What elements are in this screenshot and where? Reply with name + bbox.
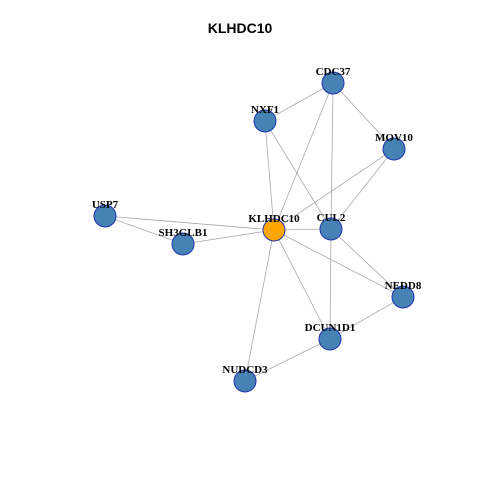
edge-usp7-sh3glb1 [104,215,184,245]
node-usp7 [93,204,117,228]
node-dcun1d1 [318,327,342,351]
node-label-usp7: USP7 [92,199,119,211]
graph-title: KLHDC10 [207,20,273,36]
edge-nedd8-dcun1d1 [329,296,404,340]
node-label-mov10: MOV10 [375,132,413,144]
node-label-nudcd3: NUDCD3 [222,364,268,376]
node-label-dcun1d1: DCUN1D1 [305,322,356,334]
edge-klhdc10-nedd8 [273,229,404,298]
node-label-klhdc10: KLHDC10 [248,213,300,225]
node-mov10 [382,137,406,161]
node-nxf1 [253,109,277,133]
node-label-nxf1: NXF1 [251,104,279,116]
node-klhdc10 [262,218,286,242]
node-label-sh3glb1: SH3GLB1 [159,227,208,239]
node-label-cdc37: CDC37 [316,66,351,78]
node-sh3glb1 [171,232,195,256]
edge-cdc37-mov10 [332,82,395,150]
edge-cdc37-nxf1 [264,82,334,122]
edge-cdc37-cul2 [330,82,334,230]
edge-layer [104,82,404,382]
edge-klhdc10-dcun1d1 [273,229,331,340]
edge-klhdc10-nxf1 [264,120,275,231]
node-label-nedd8: NEDD8 [385,280,422,292]
node-label-cul2: CUL2 [317,212,346,224]
node-nedd8 [391,285,415,309]
node-layer [93,71,415,393]
edge-klhdc10-sh3glb1 [182,229,275,245]
node-cul2 [319,217,343,241]
edge-mov10-cul2 [330,148,395,230]
edge-dcun1d1-nudcd3 [244,338,331,382]
edge-cul2-dcun1d1 [329,228,332,340]
edge-nxf1-cul2 [264,120,332,230]
edge-cul2-nedd8 [330,228,404,298]
edge-klhdc10-mov10 [273,148,395,231]
node-nudcd3 [233,369,257,393]
edge-klhdc10-nudcd3 [244,229,275,382]
edge-klhdc10-usp7 [104,215,275,231]
node-cdc37 [321,71,345,95]
edge-klhdc10-cdc37 [273,82,334,231]
